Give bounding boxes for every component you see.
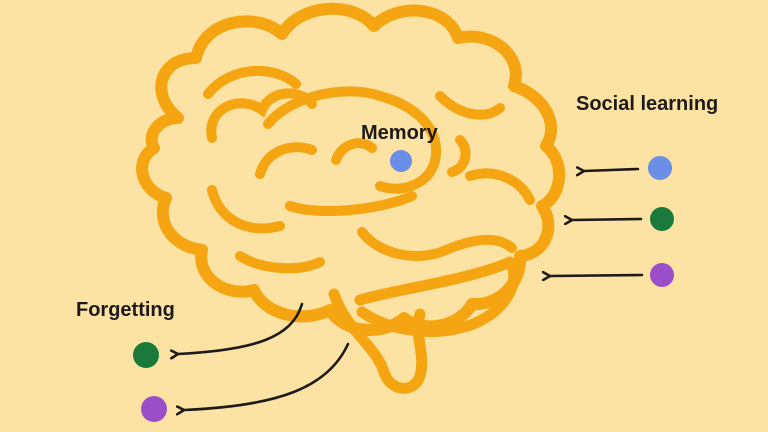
forgetting-label: Forgetting [76,299,175,321]
forgetting-node-green [133,342,159,368]
brain-fold [357,227,517,261]
social-node-purple [650,263,674,287]
social-arrow-2 [572,219,643,220]
social-learning-label: Social learning [576,93,719,115]
social-node-green [650,207,674,231]
brain-fold [263,86,442,194]
brain-fold [203,65,301,99]
brain-stem-outline [328,288,428,394]
brain-fold [465,168,535,205]
brain-fold [435,91,505,120]
brain-fold [235,251,325,274]
brain-fold [285,191,417,216]
brain-fold [447,135,471,177]
brain-outline [136,2,565,336]
forgetting-node-purple [141,396,167,422]
social-arrow-3 [550,275,644,276]
memory-node [390,150,412,172]
memory-label: Memory [361,122,438,144]
cerebellum-outline [354,256,520,337]
social-arrow-1 [584,169,640,171]
brain-fold [255,142,317,179]
brain-fold [207,185,285,234]
forgetting-arrow-2 [184,342,350,410]
brain-fold [331,138,377,165]
brain-fold [206,88,317,143]
forgetting-arrow-1 [178,302,304,354]
social-node-blue [648,156,672,180]
